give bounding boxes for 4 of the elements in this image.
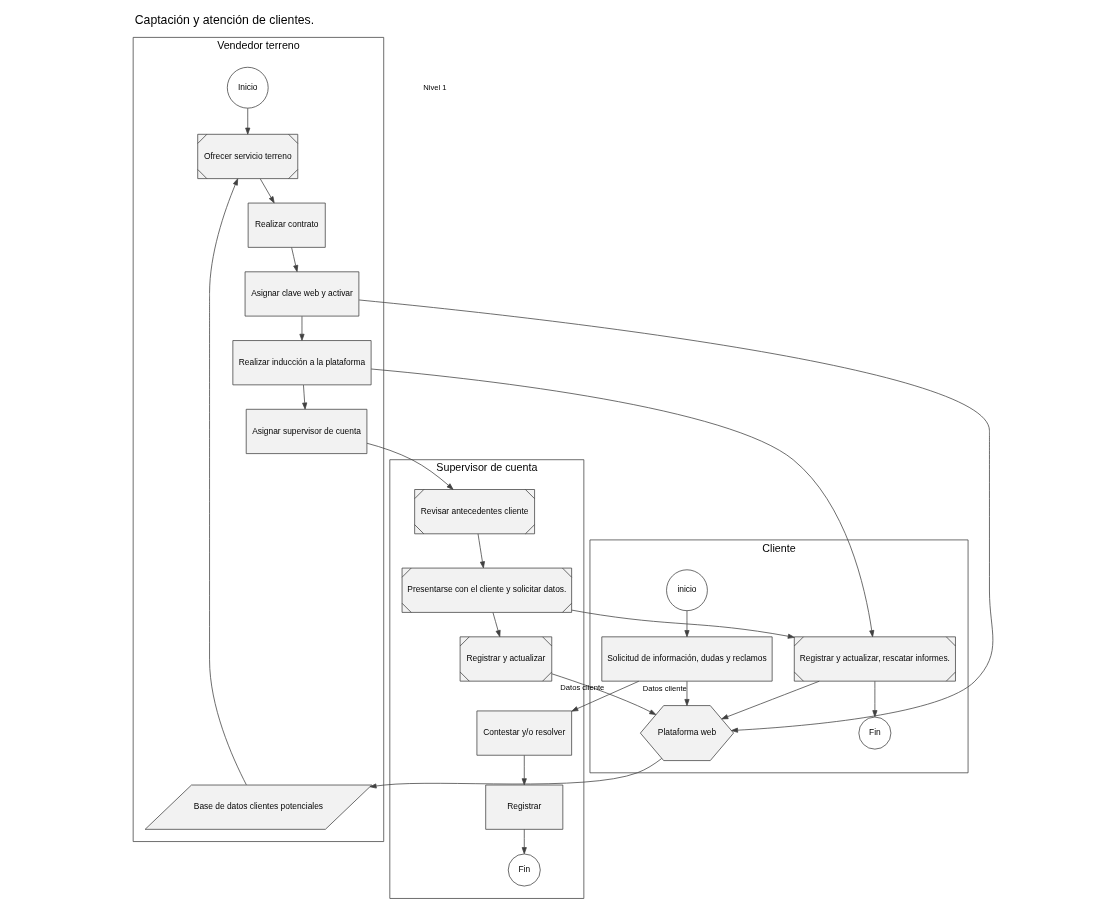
label: Nivel 1 xyxy=(422,82,447,92)
edge-label: Datos cliente xyxy=(559,682,604,692)
edge-label: Datos cliente xyxy=(642,684,687,694)
diagram-title: Captación y atención de clientes. xyxy=(134,13,314,28)
